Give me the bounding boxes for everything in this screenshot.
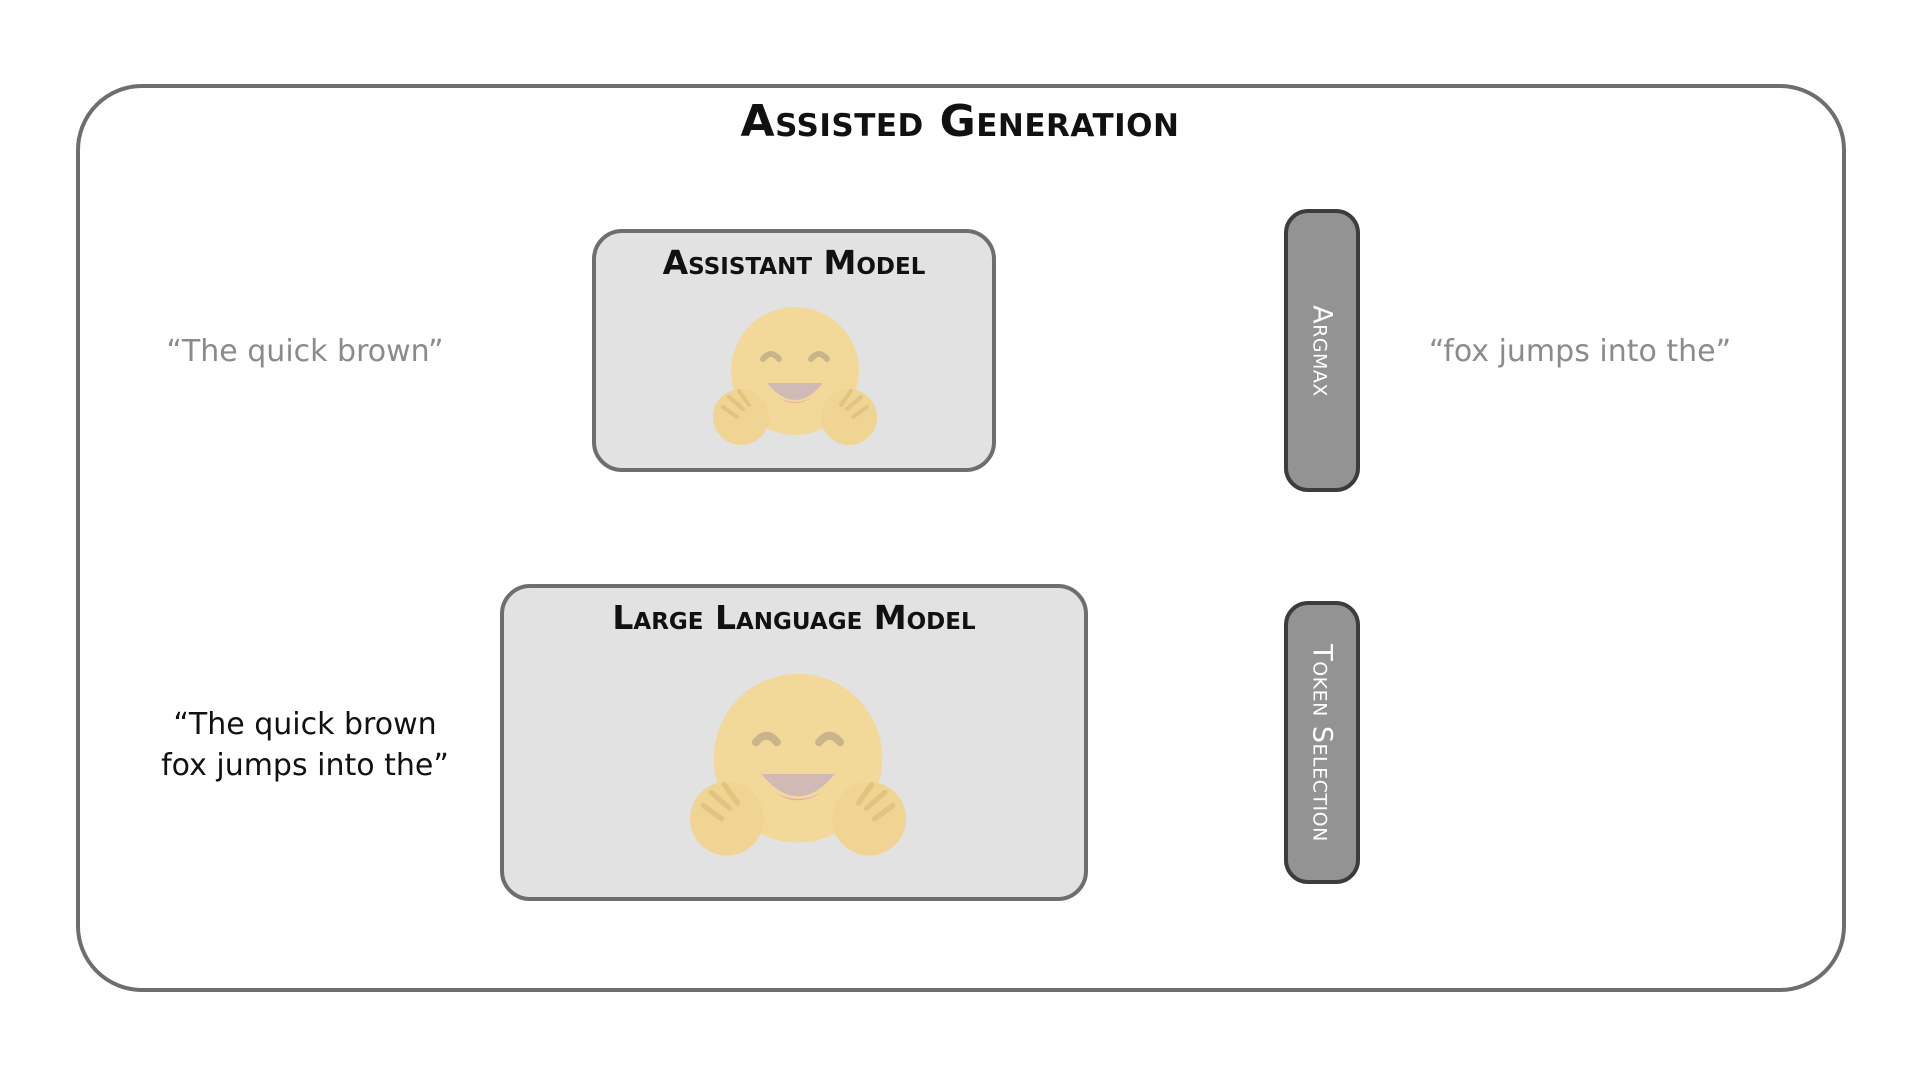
- argmax-step: Argmax: [1284, 209, 1360, 492]
- diagram-title: Assisted Generation: [740, 96, 1180, 147]
- token-selection-label: Token Selection: [1306, 643, 1338, 842]
- token-selection-step: Token Selection: [1284, 601, 1360, 884]
- argmax-label: Argmax: [1306, 304, 1338, 397]
- llm-input-line-2: fox jumps into the”: [161, 748, 449, 783]
- hugging-face-icon: [690, 673, 906, 856]
- assistant-model-box: Assistant Model: [592, 229, 996, 472]
- large-language-model-label: Large Language Model: [612, 598, 976, 637]
- assistant-model-label: Assistant Model: [662, 243, 926, 282]
- assistant-input-text: “The quick brown”: [166, 334, 444, 369]
- large-language-model-box: Large Language Model: [500, 584, 1088, 901]
- hugging-face-icon: [713, 307, 877, 445]
- assistant-output-text: “fox jumps into the”: [1428, 334, 1732, 369]
- llm-input-text: “The quick brown fox jumps into the”: [150, 704, 460, 786]
- llm-input-line-1: “The quick brown: [173, 707, 437, 742]
